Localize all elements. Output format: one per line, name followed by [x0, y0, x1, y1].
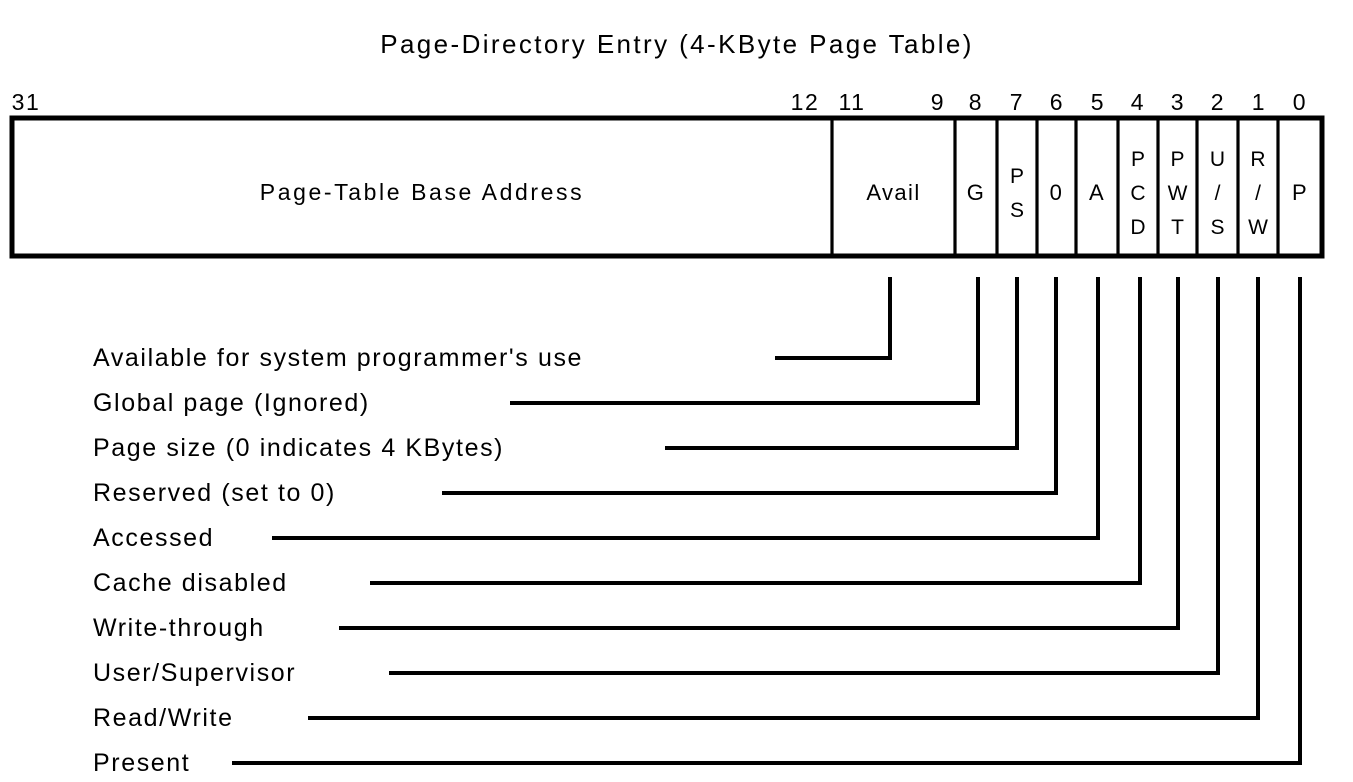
legend-label-global-page-ignored: Global page (Ignored): [93, 389, 370, 417]
legend-label-read-write: Read/Write: [93, 704, 234, 732]
field-label-page-table-base-address: Page-Table Base Address: [260, 179, 584, 205]
bit-number-8: 8: [969, 89, 983, 115]
bit-number-9: 9: [931, 89, 945, 115]
register-box: [9, 115, 1325, 259]
bit-number-6: 6: [1050, 89, 1064, 115]
leader-line-cache-disabled: [370, 277, 1142, 585]
bit-number-3: 3: [1171, 89, 1185, 115]
field-label-accessed: A: [1089, 180, 1105, 205]
register-outline: [9, 115, 1325, 259]
bit-number-11: 11: [838, 89, 865, 115]
legend-label-accessed: Accessed: [93, 524, 214, 552]
leader-line-present: [232, 277, 1302, 765]
legend-label-page-size-0-indicates-4-kbytes: Page size (0 indicates 4 KBytes): [93, 434, 504, 462]
leader-lines: [232, 277, 1302, 765]
leader-line-available-for-system-programmers-use: [775, 277, 892, 360]
legend-label-reserved-set-to-0: Reserved (set to 0): [93, 479, 336, 507]
leader-line-reserved-set-to-0: [442, 277, 1058, 495]
field-label-reserved: 0: [1050, 180, 1064, 205]
legend-label-user-supervisor: User/Supervisor: [93, 659, 296, 687]
field-label-present: P: [1292, 180, 1308, 205]
legend-label-present: Present: [93, 749, 190, 777]
legend-label-available-for-system-programmers-use: Available for system programmer's use: [93, 344, 583, 372]
leader-line-accessed: [272, 277, 1100, 540]
leader-line-user-supervisor: [389, 277, 1220, 675]
field-label-global-page: G: [967, 180, 986, 205]
leader-line-page-size-0-indicates-4-kbytes: [665, 277, 1019, 450]
bit-number-12: 12: [791, 89, 820, 115]
leader-line-write-through: [339, 277, 1180, 630]
bit-number-2: 2: [1211, 89, 1225, 115]
bit-number-5: 5: [1091, 89, 1105, 115]
legend-label-write-through: Write-through: [93, 614, 265, 642]
bit-number-4: 4: [1131, 89, 1145, 115]
field-label-read-write: R/W: [1248, 148, 1268, 239]
page-title: Page-Directory Entry (4-KByte Page Table…: [380, 29, 974, 59]
field-label-user-supervisor: U/S: [1210, 148, 1225, 239]
bit-number-0: 0: [1293, 89, 1307, 115]
field-label-avail: Avail: [866, 180, 920, 205]
leader-line-read-write: [308, 277, 1260, 720]
bit-number-31: 31: [12, 89, 41, 115]
bit-number-7: 7: [1010, 89, 1024, 115]
legend-label-cache-disabled: Cache disabled: [93, 569, 288, 597]
legend-list: Available for system programmer's useGlo…: [93, 344, 583, 777]
leader-line-global-page-ignored: [510, 277, 980, 405]
bit-number-1: 1: [1252, 89, 1266, 115]
